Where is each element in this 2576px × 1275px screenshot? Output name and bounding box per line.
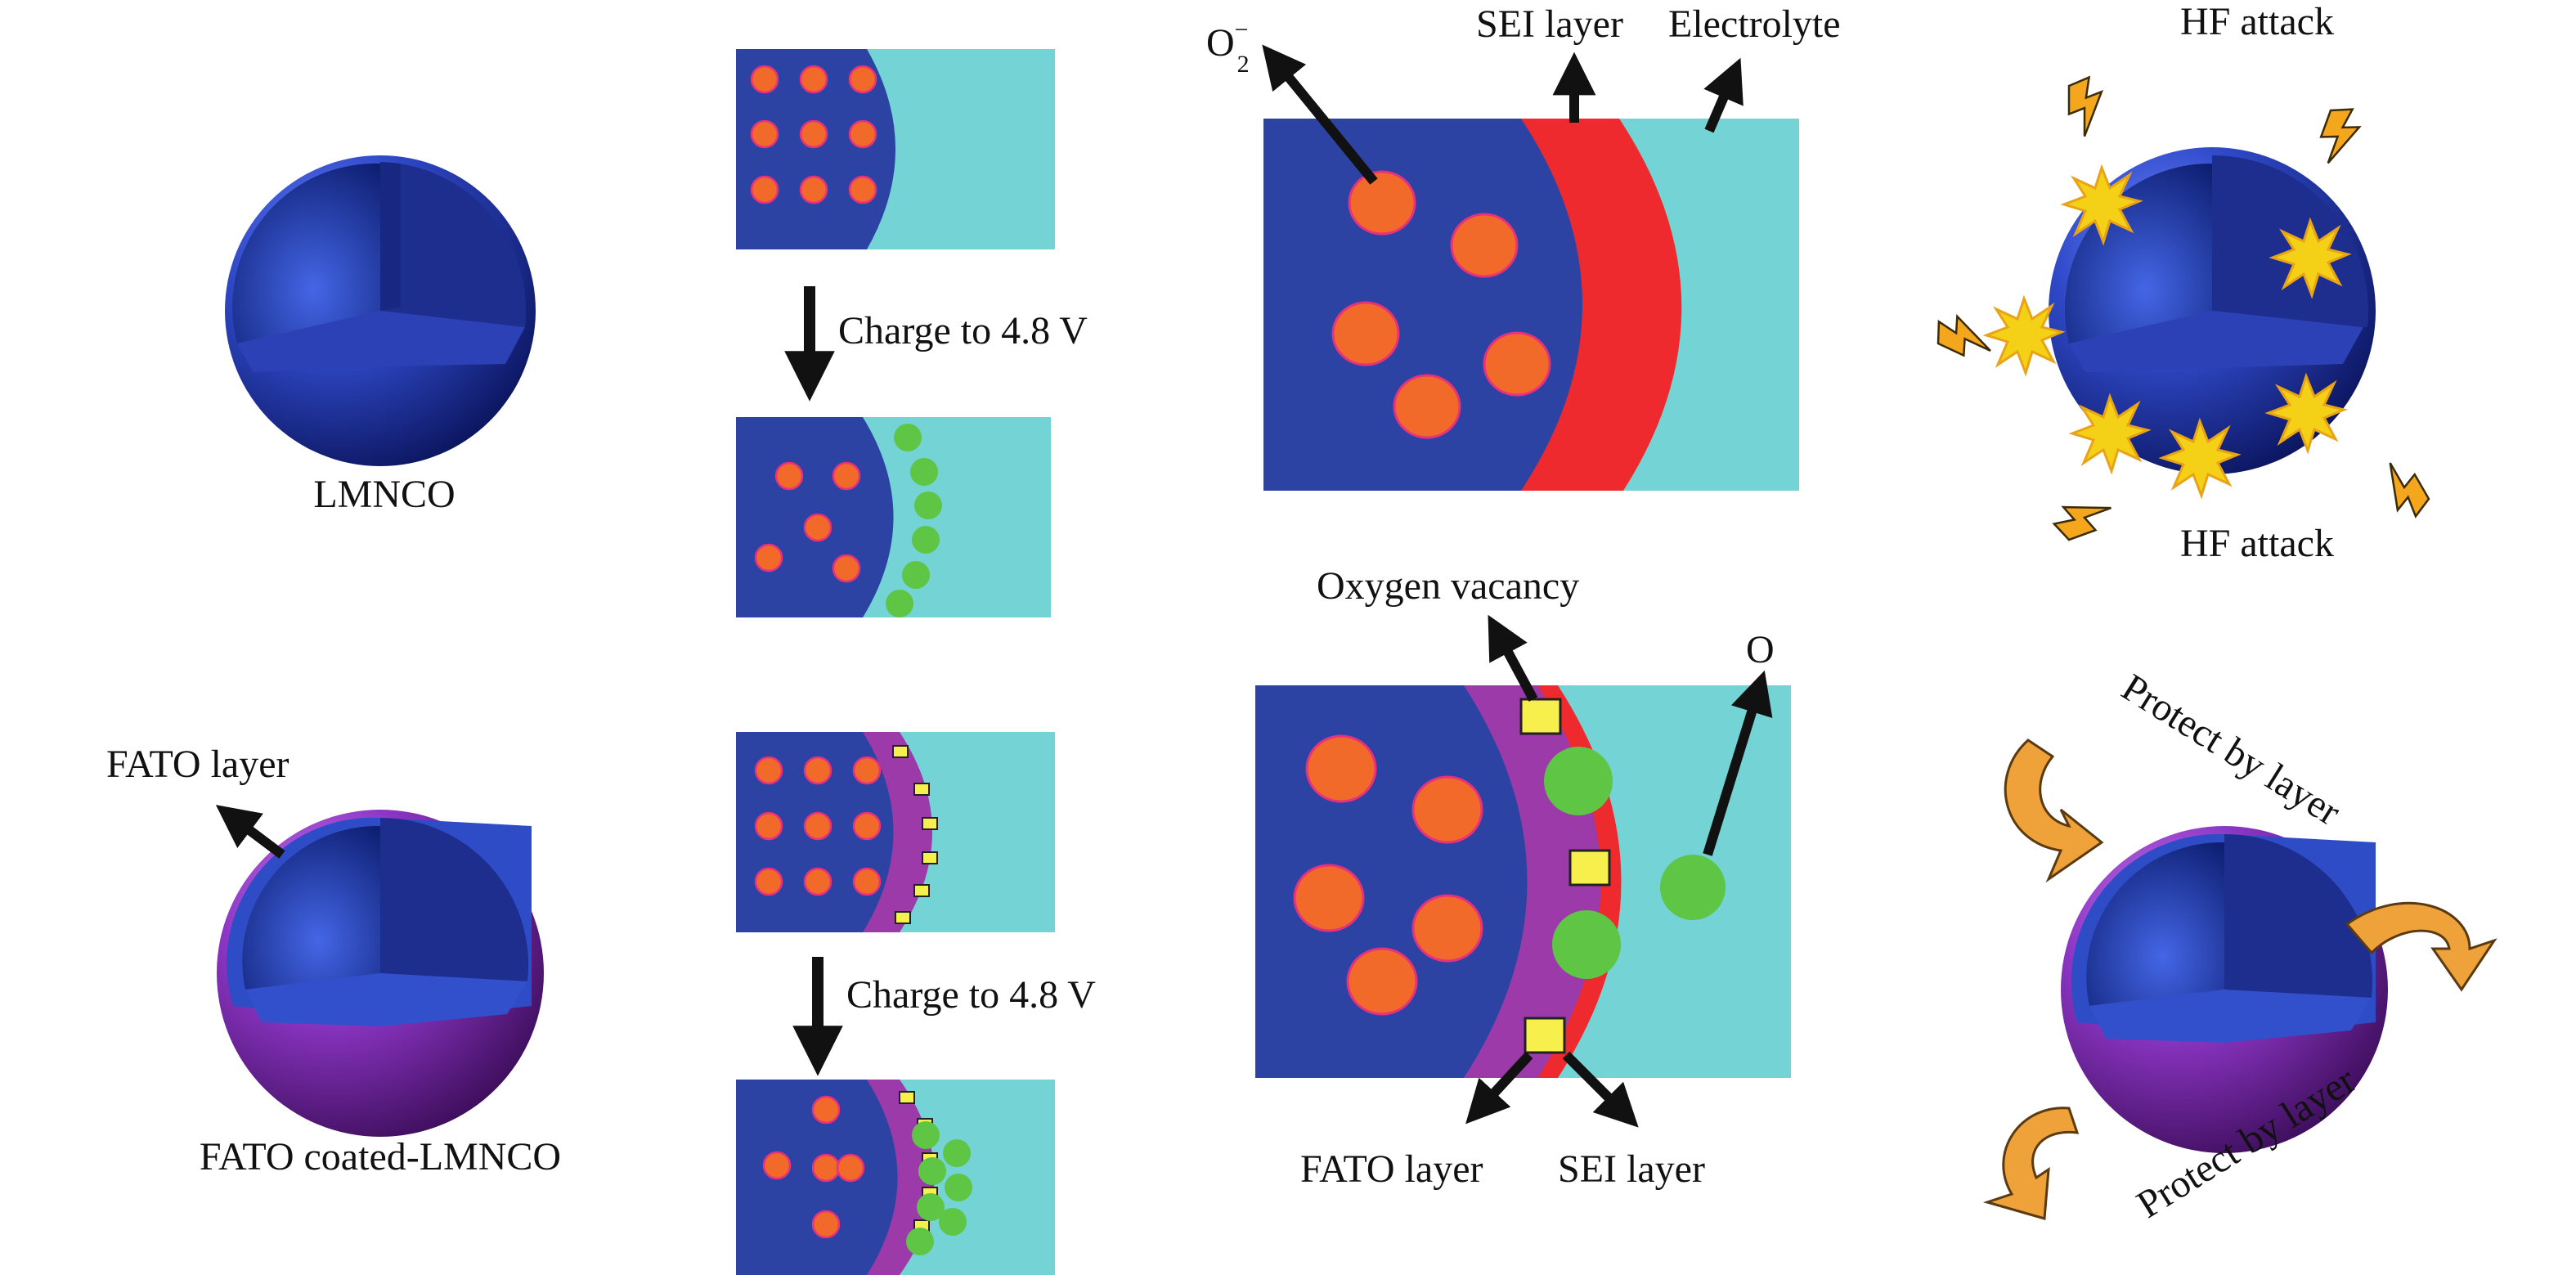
hf-attack-top-label: HF attack <box>2180 0 2334 43</box>
panel-lmnco-before <box>736 49 1055 249</box>
fato-layer-left-label: FATO layer <box>106 743 289 786</box>
panel-fato-protection <box>1255 685 1791 1078</box>
lmnco-sphere <box>225 155 536 466</box>
o2-minus-label: O−2 <box>1206 16 1250 78</box>
fato-layer-left-arrow <box>215 805 285 859</box>
charge-top-label: Charge to 4.8 V <box>838 309 1088 352</box>
electrolyte-label: Electrolyte <box>1668 2 1841 46</box>
fato-layer-bottom-label: FATO layer <box>1300 1147 1483 1191</box>
sei-layer-bottom-label: SEI layer <box>1558 1147 1705 1191</box>
o-label: O <box>1746 628 1775 671</box>
protect-top-label: Protect by layer <box>2114 666 2348 834</box>
sei-layer-top-label: SEI layer <box>1476 2 1623 46</box>
oxygen-vacancy-arrow <box>1488 614 1538 702</box>
panel-fato-after <box>736 1080 1055 1275</box>
sei-layer-bottom-arrow <box>1562 1051 1639 1128</box>
panel-fato-before <box>736 732 1055 932</box>
o2-release-arrow <box>1262 44 1378 185</box>
fato-coated-label: FATO coated-LMNCO <box>200 1135 561 1178</box>
charge-bottom-label: Charge to 4.8 V <box>846 973 1096 1017</box>
panel-lmnco-after <box>736 417 1051 617</box>
fato-coated-sphere <box>217 810 544 1137</box>
protected-sphere <box>2061 826 2388 1153</box>
protect-arrow-icons <box>1982 739 2497 1220</box>
hf-attack-bottom-label: HF attack <box>2180 522 2334 565</box>
panel-sei-degradation <box>1263 119 1799 491</box>
oxygen-vacancy-label: Oxygen vacancy <box>1317 564 1579 608</box>
electrolyte-arrow <box>1703 57 1744 133</box>
o-release-arrow <box>1703 670 1773 856</box>
fato-layer-bottom-arrow <box>1465 1051 1533 1125</box>
lmnco-label: LMNCO <box>313 473 455 516</box>
